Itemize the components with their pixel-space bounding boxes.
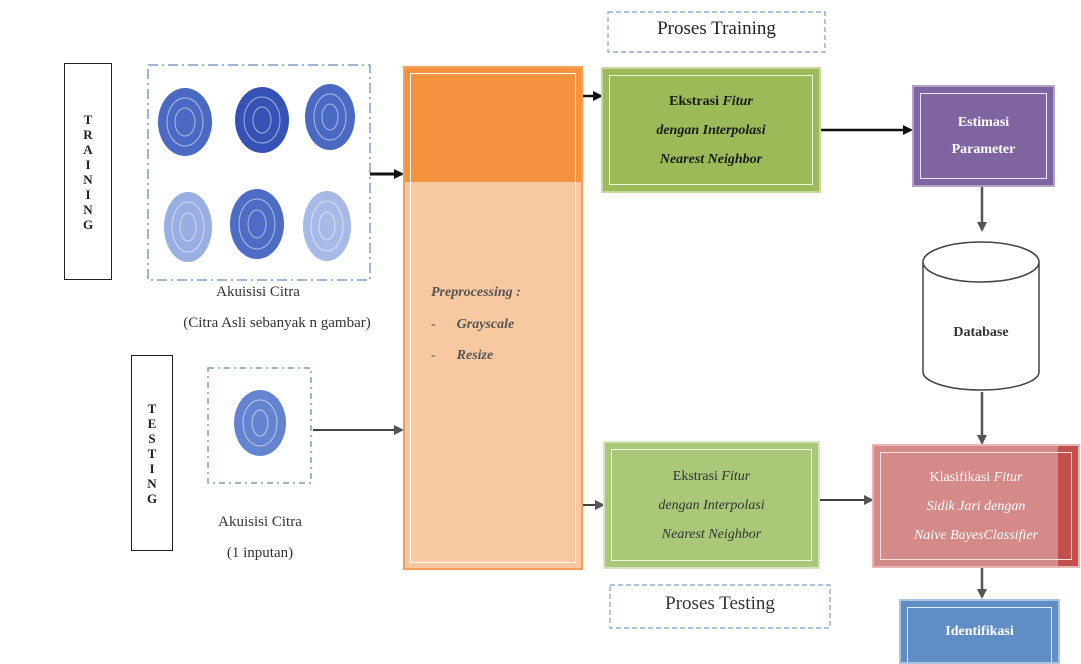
preprocessing-item-grayscale: - Grayscale: [431, 317, 515, 332]
proses-testing-label: Proses Testing: [665, 593, 775, 614]
akuisisi-training-caption: Akuisisi Citra: [216, 284, 300, 300]
klasifikasi-text: Klasifikasi Fitur Sidik Jari dengan Naiv…: [913, 469, 1039, 543]
proses-testing-frame: [609, 584, 831, 629]
database-label: Database: [953, 325, 1009, 340]
database-cylinder: [922, 241, 1040, 391]
ekstrasi-testing-text: Ekstrasi Fitur dengan Interpolasi Neares…: [658, 468, 765, 542]
preprocessing-box: Preprocessing : - Grayscale - Resize: [403, 66, 583, 570]
fingerprint-icons-training: [158, 84, 355, 262]
akuisisi-training-subcaption: (Citra Asli sebanyak n gambar): [183, 315, 371, 331]
testing-image-frame: [207, 367, 312, 484]
estimasi-parameter-box: Estimasi Parameter: [912, 85, 1055, 187]
fingerprint-icon-testing: [234, 390, 286, 456]
proses-training-frame: [607, 11, 826, 53]
proses-training-label: Proses Training: [657, 18, 776, 39]
preprocessing-item-resize: - Resize: [431, 348, 494, 363]
identifikasi-label: Identifikasi: [945, 623, 1014, 639]
ekstrasi-testing-box: Ekstrasi Fitur dengan Interpolasi Neares…: [603, 441, 820, 569]
akuisisi-testing-subcaption: (1 inputan): [226, 545, 294, 561]
klasifikasi-box: Klasifikasi Fitur Sidik Jari dengan Naiv…: [872, 444, 1080, 568]
ekstrasi-training-box: Ekstrasi Fitur dengan Interpolasi Neares…: [601, 67, 821, 193]
preprocessing-title: Preprocessing :: [431, 285, 521, 300]
akuisisi-testing-caption: Akuisisi Citra: [218, 514, 302, 530]
ekstrasi-training-text: Ekstrasi Fitur dengan Interpolasi Neares…: [656, 93, 766, 167]
identifikasi-box: Identifikasi: [899, 599, 1060, 664]
